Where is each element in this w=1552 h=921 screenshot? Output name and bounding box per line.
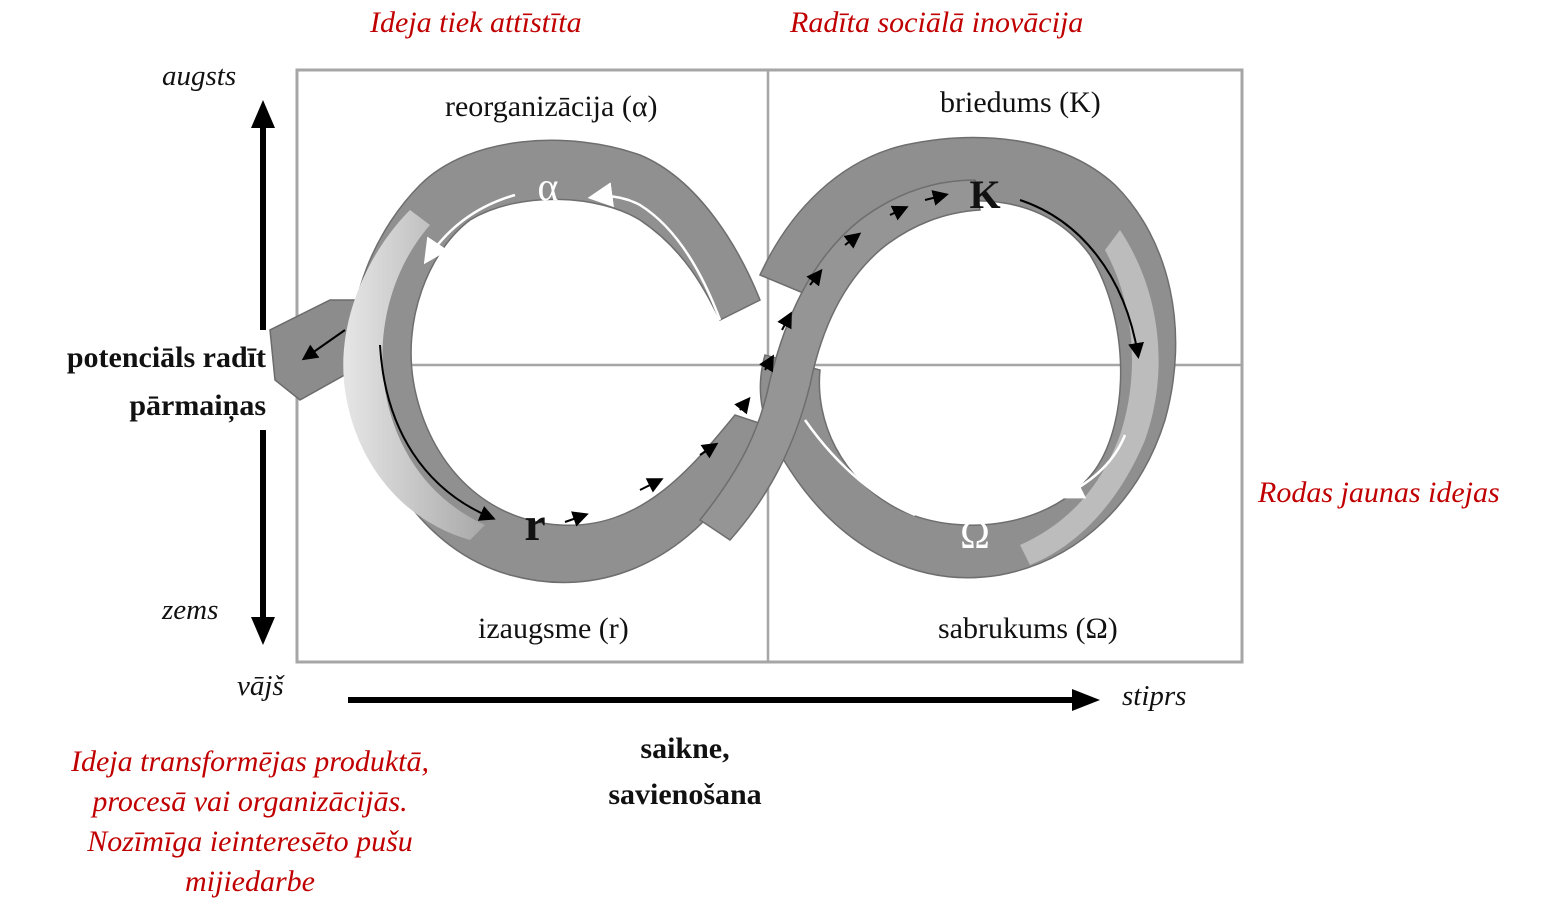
black-flow-arrows	[301, 190, 1144, 527]
alpha-symbol: α	[538, 164, 559, 209]
annotation-transformation: Ideja transformējas produktā, procesā va…	[20, 742, 480, 902]
quadrant-maturity-label: briedums (K)	[940, 86, 1101, 119]
y-axis-high-label: augsts	[162, 60, 237, 92]
y-axis-title-line: potenciāls radīt	[66, 341, 266, 374]
r-symbol: r	[524, 498, 545, 551]
x-axis-title: saikne, savienošana	[560, 726, 810, 818]
annotation-transformation-line: mijiedarbe	[185, 865, 315, 898]
quadrant-growth-label: izaugsme (r)	[478, 612, 629, 645]
annotation-transformation-line: Nozīmīga ieinteresēto pušu	[87, 825, 413, 858]
k-symbol: K	[969, 172, 1000, 217]
figure-eight-loop	[269, 136, 1177, 584]
annotation-social-innovation: Radīta sociālā inovācija	[790, 6, 1084, 39]
x-axis-title-line: savienošana	[608, 778, 762, 811]
annotation-transformation-line: Ideja transformējas produktā,	[70, 745, 430, 778]
quadrant-collapse-label: sabrukums (Ω)	[938, 612, 1118, 645]
annotation-new-ideas: Rodas jaunas idejas	[1258, 476, 1500, 509]
y-axis-low-label: zems	[162, 594, 219, 626]
white-flow-arrows	[423, 182, 1127, 517]
annotation-idea-developed: Ideja tiek attīstīta	[370, 6, 582, 39]
x-axis-title-line: saikne,	[640, 732, 730, 765]
omega-symbol: Ω	[960, 512, 990, 557]
quadrant-reorganization-label: reorganizācija (α)	[445, 90, 658, 123]
annotation-transformation-line: procesā vai organizācijās.	[92, 785, 408, 818]
x-axis-strong-label: stiprs	[1122, 680, 1187, 712]
y-axis-title-line: pārmaiņas	[129, 389, 266, 422]
y-axis-title: potenciāls radīt pārmaiņas	[18, 334, 266, 430]
y-axis-arrow	[251, 100, 275, 645]
x-axis-arrow	[348, 689, 1100, 711]
x-axis-weak-label: vājš	[237, 670, 284, 702]
